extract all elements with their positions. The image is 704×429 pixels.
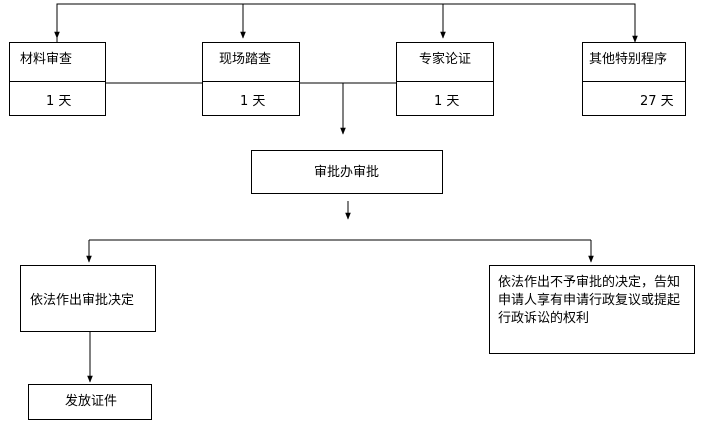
reject-decision-box: 依法作出不予审批的决定，告知申请人享有申请行政复议或提起行政诉讼的权利 (489, 265, 695, 354)
stage-duration: 27 天 (640, 94, 674, 109)
stage-divider (203, 81, 299, 82)
issue-certificate-box: 发放证件 (28, 384, 152, 420)
stage-box-material-review: 材料审查 1 天 (9, 42, 106, 116)
stage-name: 材料审查 (20, 52, 73, 67)
approval-office-label: 审批办审批 (314, 165, 380, 180)
stage-divider (10, 81, 105, 82)
stage-name: 专家论证 (419, 52, 472, 67)
stage-duration: 1 天 (434, 94, 460, 109)
stage-duration: 1 天 (240, 94, 266, 109)
stage-name: 现场踏查 (219, 52, 272, 67)
reject-decision-label: 依法作出不予审批的决定，告知申请人享有申请行政复议或提起行政诉讼的权利 (498, 275, 681, 326)
stage-name: 其他特别程序 (589, 52, 668, 67)
approval-office-box: 审批办审批 (251, 150, 443, 194)
stage-divider (397, 81, 493, 82)
issue-certificate-label: 发放证件 (65, 394, 118, 409)
stage-duration: 1 天 (46, 94, 72, 109)
stage-box-site-inspection: 现场踏查 1 天 (202, 42, 300, 116)
stage-divider (583, 81, 685, 82)
stage-box-expert-review: 专家论证 1 天 (396, 42, 494, 116)
approve-decision-box: 依法作出审批决定 (20, 265, 156, 332)
stage-box-special-procedure: 其他特别程序 27 天 (582, 42, 686, 116)
approve-decision-label: 依法作出审批决定 (30, 293, 135, 308)
